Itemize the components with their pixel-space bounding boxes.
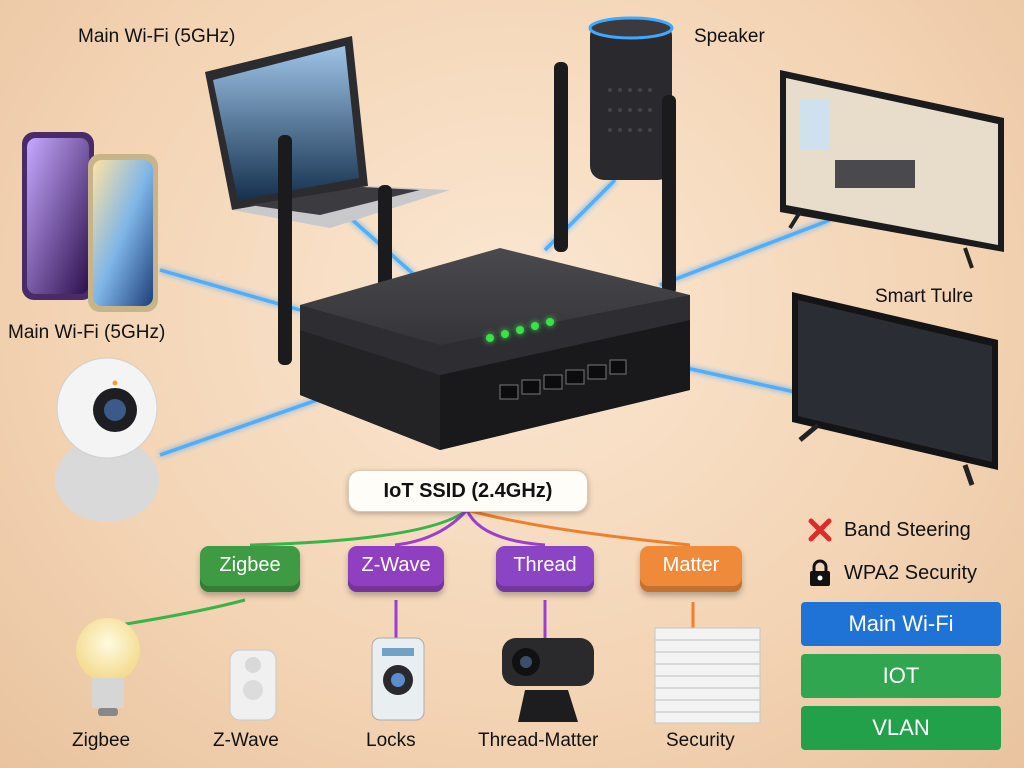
wpa2-label: WPA2 Security [844,561,977,584]
lock-icon [810,559,830,586]
link-phones [159,268,301,312]
router-ports [499,359,627,400]
smart-lock [371,637,425,721]
security-camera [55,357,159,522]
smart-speaker [588,16,674,180]
motion-sensor [229,649,277,721]
link-tv-top [659,218,831,287]
iot-button-label: IOT [882,663,920,688]
matter-hub-label: Matter [662,554,720,576]
smart-bulb [76,618,140,716]
wifi-links [159,178,831,457]
thread-camera [502,638,594,722]
zigbee-hub: Zigbee [200,546,300,592]
phones [22,132,158,312]
sensor-label: Z-Wave [213,730,279,751]
router-leds [486,318,554,342]
speaker-label: Speaker [694,26,765,47]
legend-band-steering: Band Steering [806,516,971,544]
iot-ssid-label: IoT SSID (2.4GHz) [348,470,588,512]
smart-blinds [654,627,761,724]
phones-label: Main Wi-Fi (5GHz) [8,322,166,343]
legend-wpa2: WPA2 Security [806,558,977,588]
band-steering-label: Band Steering [844,518,971,541]
blinds-label: Security [666,730,735,751]
thread-hub-label: Thread [513,554,577,576]
link-bulb [119,598,246,627]
iot-links [119,508,695,640]
router [278,62,690,450]
lock-label: Locks [366,730,416,751]
zwave-hub: Z-Wave [348,546,444,592]
laptop-label: Main Wi-Fi (5GHz) [78,26,236,47]
x-icon [808,518,832,542]
laptop [205,36,450,228]
bulb-label: Zigbee [72,730,131,751]
main-wifi-button: Main Wi-Fi [801,602,1001,646]
smart-tv-top [780,70,1004,269]
link-matter [466,508,691,547]
thread-hub: Thread [496,546,594,592]
camera-label: Thread-Matter [478,730,599,751]
iot-button: IOT [801,654,1001,698]
main-wifi-button-label: Main Wi-Fi [848,611,954,636]
matter-hub: Matter [640,546,742,592]
link-thread [465,509,546,547]
link-zwave [394,508,469,547]
tv-label: Smart Tulre [875,286,974,307]
vlan-button: VLAN [801,706,1001,750]
link-zigbee [249,508,468,547]
smart-tv-bottom [792,292,998,486]
zwave-hub-label: Z-Wave [361,554,431,576]
zigbee-hub-label: Zigbee [219,554,281,576]
vlan-button-label: VLAN [872,715,930,740]
